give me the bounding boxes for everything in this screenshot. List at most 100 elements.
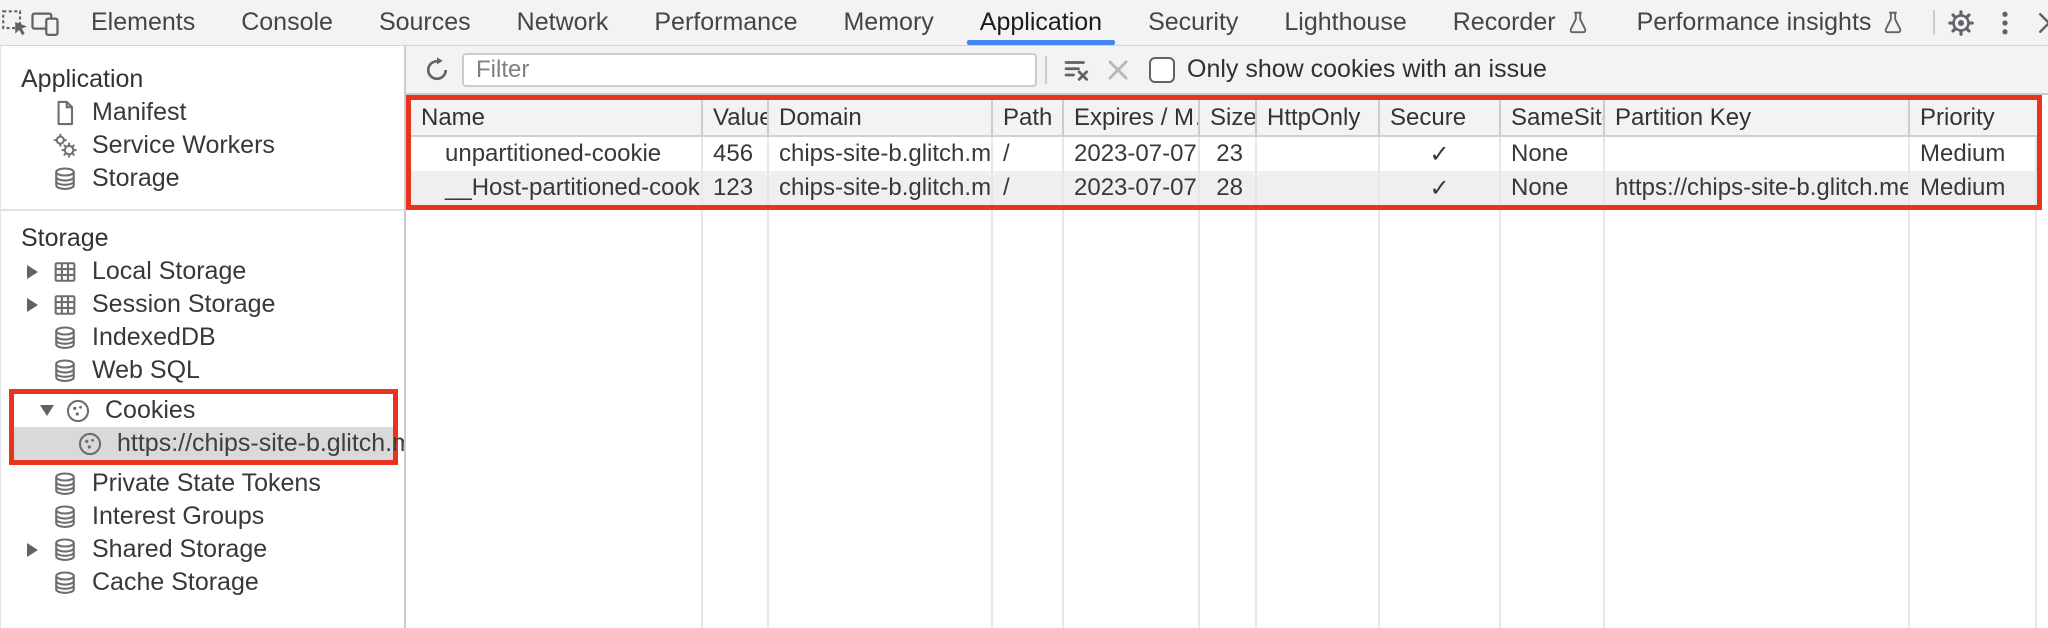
cookie-table-highlight-annotation: Name Value Domain Path Expires / M… Size… [406,95,2042,210]
column-header-samesite[interactable]: SameSite [1501,100,1605,135]
database-icon [51,357,79,385]
tab-label: Recorder [1452,8,1556,36]
cell-size: 23 [1200,137,1257,171]
table-grid-icon [51,258,79,286]
refresh-icon[interactable] [416,49,458,91]
cell-path: / [993,171,1064,205]
chevron-right-icon[interactable] [27,542,51,557]
tab-sources[interactable]: Sources [356,0,494,45]
inspect-element-icon[interactable] [0,0,30,45]
tab-label: Security [1148,8,1239,36]
column-header-priority[interactable]: Priority [1920,103,1995,131]
tab-performance-insights[interactable]: Performance insights [1614,0,1930,45]
cell-value: 456 [703,137,769,171]
tab-label: Elements [91,8,196,36]
cell-httponly [1257,137,1380,171]
clear-filter-icon[interactable] [1055,49,1097,91]
settings-gear-icon[interactable] [1939,0,1983,45]
column-header-path[interactable]: Path [993,100,1064,135]
tab-application[interactable]: Application [957,0,1125,45]
more-options-kebab-icon[interactable] [1983,0,2027,45]
table-column-guides [411,95,2037,628]
tab-console[interactable]: Console [218,0,356,45]
tab-memory[interactable]: Memory [820,0,956,45]
cell-expires: 2023-07-07… [1064,171,1200,205]
tab-label: Console [241,8,333,36]
close-devtools-icon[interactable] [2027,0,2048,45]
devtools-content: Application Manifest Service Workers Sto… [0,46,2048,628]
cookies-panel: Only show cookies with an issue Name Val… [406,46,2048,628]
table-grid-icon [51,291,79,319]
column-header-size[interactable]: Size [1200,100,1257,135]
sidebar-item-local-storage[interactable]: Local Storage [1,255,404,288]
cell-path: / [993,137,1064,171]
document-icon [51,99,79,127]
sidebar-divider [1,209,404,211]
device-toolbar-icon[interactable] [30,0,60,45]
cell-name: unpartitioned-cookie [411,137,703,171]
cell-expires: 2023-07-07… [1064,137,1200,171]
sidebar-item-indexeddb[interactable]: IndexedDB [1,321,404,354]
sidebar-item-cookie-origin[interactable]: https://chips-site-b.glitch.me [14,427,404,460]
cell-domain: chips-site-b.glitch.me [769,137,993,171]
checkbox-icon[interactable] [1149,56,1175,83]
cell-secure-checkmark: ✓ [1380,171,1501,205]
sidebar-item-service-workers[interactable]: Service Workers [1,129,404,162]
chevron-right-icon[interactable] [27,264,51,279]
sidebar-item-label: Shared Storage [92,535,268,563]
column-header-value[interactable]: Value [703,100,769,135]
column-header-httponly[interactable]: HttpOnly [1257,100,1380,135]
issue-filter-toggle[interactable]: Only show cookies with an issue [1149,55,1547,84]
sidebar-item-label: Session Storage [92,290,276,318]
cookie-row-unpartitioned[interactable]: unpartitioned-cookie 456 chips-site-b.gl… [411,137,2037,171]
column-header-domain[interactable]: Domain [769,100,993,135]
sidebar-item-cookies[interactable]: Cookies [14,394,393,427]
separator [1045,55,1047,84]
column-header-secure[interactable]: Secure [1380,100,1501,135]
cookie-icon [64,397,92,425]
tab-security[interactable]: Security [1125,0,1261,45]
cell-partition-key [1605,137,1910,171]
database-icon [51,569,79,597]
cookie-row-host-partitioned[interactable]: __Host-partitioned-cookie 123 chips-site… [411,171,2037,205]
section-title-application: Application [21,65,144,93]
sidebar-item-manifest[interactable]: Manifest [1,96,404,129]
sidebar-item-label: Manifest [92,98,187,126]
database-icon [51,324,79,352]
application-sidebar: Application Manifest Service Workers Sto… [0,46,406,628]
sidebar-item-shared-storage[interactable]: Shared Storage [1,533,404,566]
sidebar-item-private-state-tokens[interactable]: Private State Tokens [1,467,404,500]
column-header-name[interactable]: Name [411,100,703,135]
sidebar-item-label: Cache Storage [92,568,259,596]
sidebar-item-session-storage[interactable]: Session Storage [1,288,404,321]
database-icon [51,503,79,531]
tab-lighthouse[interactable]: Lighthouse [1261,0,1429,45]
sidebar-item-label: Service Workers [92,131,275,159]
sidebar-item-cache-storage[interactable]: Cache Storage [1,566,404,599]
filter-input[interactable] [462,52,1037,87]
sidebar-item-web-sql[interactable]: Web SQL [1,354,404,387]
sidebar-item-label: Interest Groups [92,502,265,530]
panel-tabs: Elements Console Sources Network Perform… [68,0,1929,45]
tab-performance[interactable]: Performance [631,0,820,45]
column-header-expires[interactable]: Expires / M… [1064,100,1200,135]
database-icon [51,165,79,193]
checkbox-label: Only show cookies with an issue [1187,55,1547,83]
tab-network[interactable]: Network [494,0,632,45]
sidebar-item-label: Web SQL [92,356,200,384]
column-header-partition-key[interactable]: Partition Key [1605,100,1910,135]
sidebar-item-storage[interactable]: Storage [1,162,404,195]
cell-priority: Medium [1910,171,2037,205]
cookies-highlight-annotation: Cookies https://chips-site-b.glitch.me [9,389,404,465]
experiment-flask-icon [1880,10,1906,36]
cell-name: __Host-partitioned-cookie [411,171,703,205]
tab-elements[interactable]: Elements [68,0,218,45]
chevron-right-icon[interactable] [27,297,51,312]
tab-recorder[interactable]: Recorder [1430,0,1614,45]
cell-samesite: None [1501,171,1605,205]
sidebar-item-interest-groups[interactable]: Interest Groups [1,500,404,533]
delete-icon[interactable] [1097,49,1139,91]
database-icon [51,536,79,564]
chevron-down-icon[interactable] [40,405,64,416]
